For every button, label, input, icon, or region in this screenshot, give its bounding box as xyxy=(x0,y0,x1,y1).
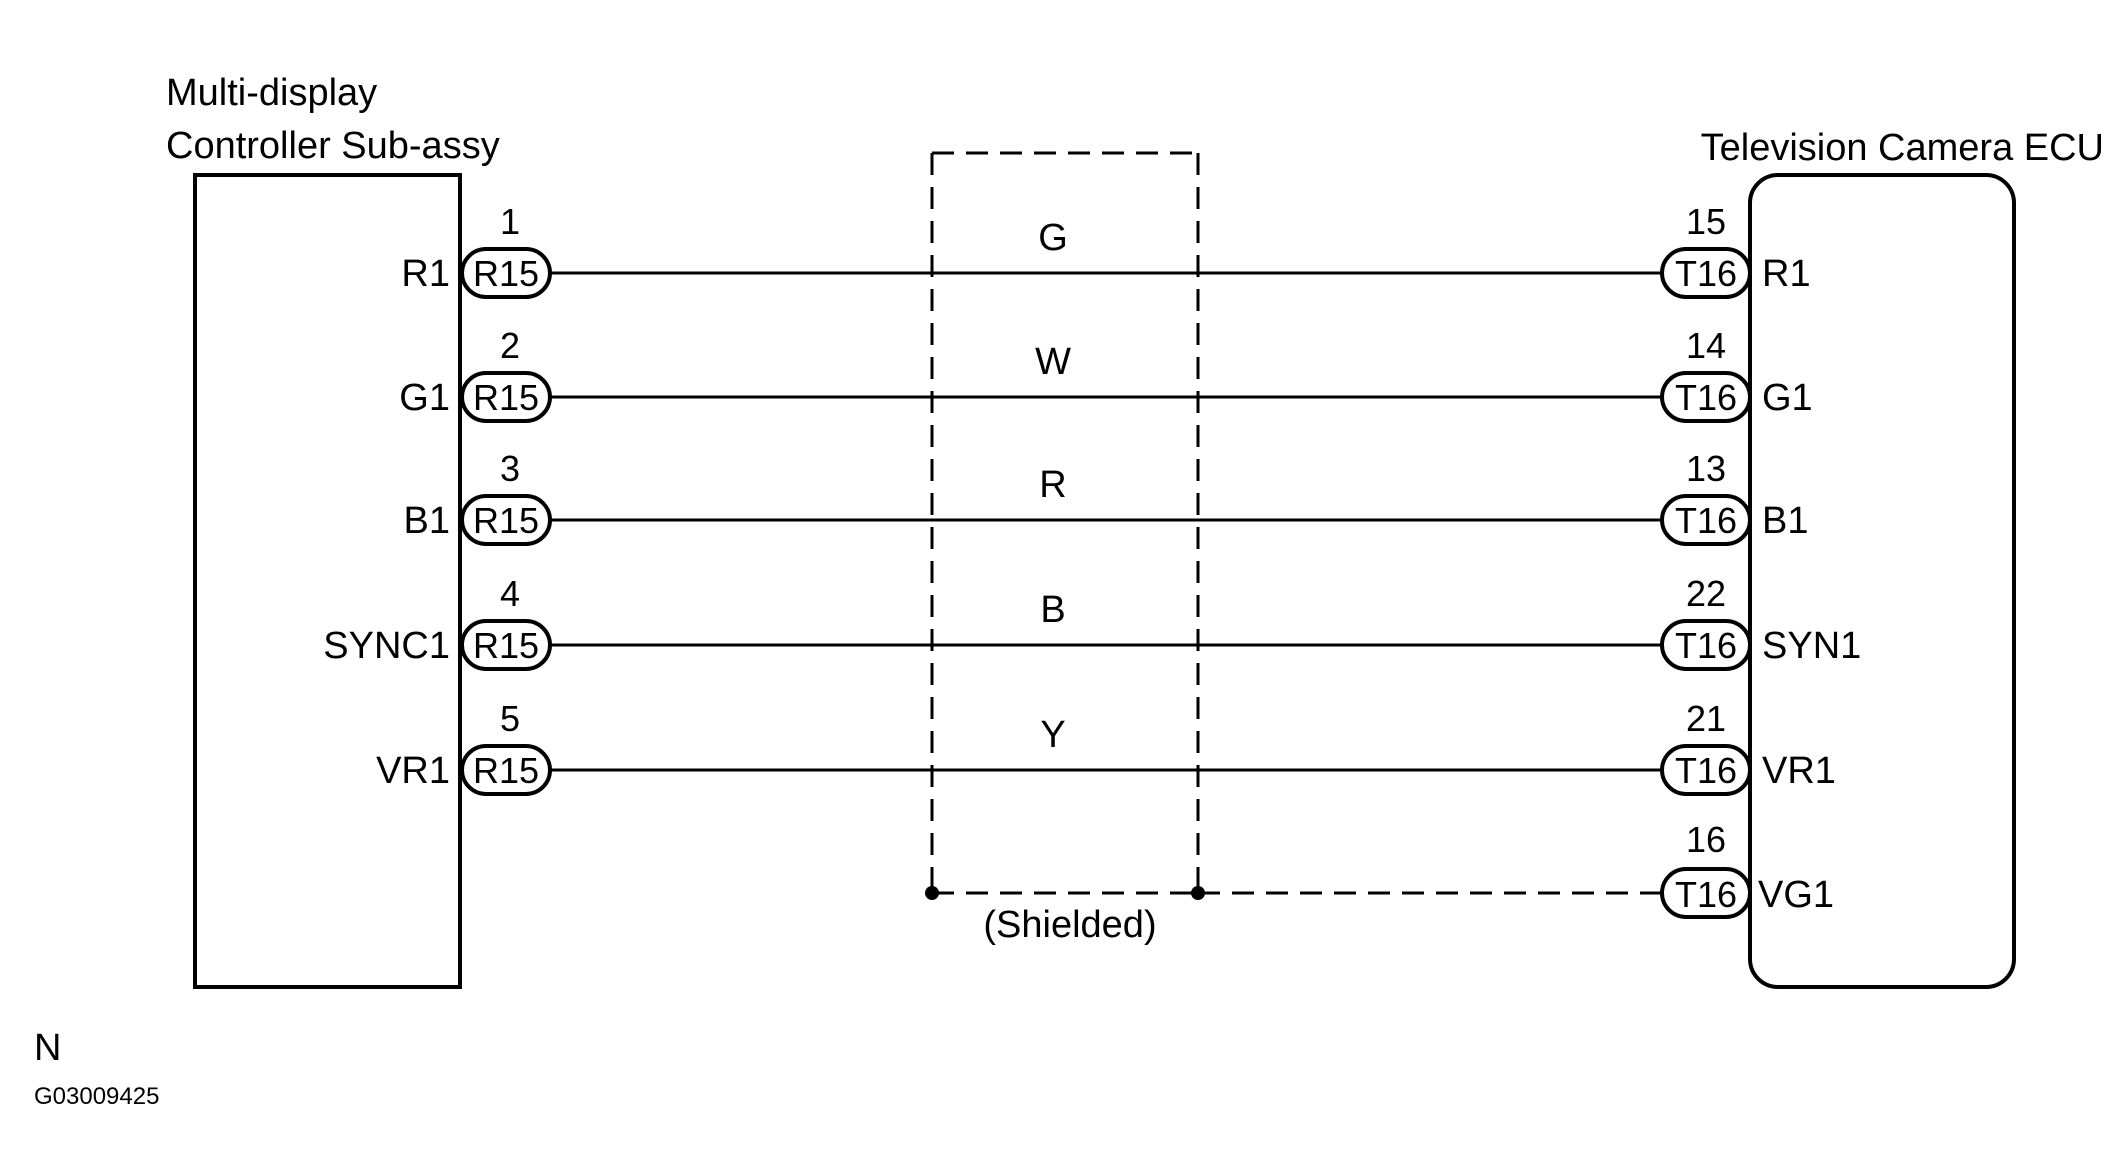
right-connector xyxy=(1660,494,1752,546)
right-connector-label-shield: T16 xyxy=(1675,874,1737,915)
right-connector-label: T16 xyxy=(1675,625,1737,666)
wire-color-label: Y xyxy=(1040,714,1065,756)
left-terminal-name: R1 xyxy=(401,253,450,295)
right-connector-label: T16 xyxy=(1675,253,1737,294)
left-connector-label: R15 xyxy=(473,253,539,294)
left-connector-label: R15 xyxy=(473,500,539,541)
right-terminal-name: VR1 xyxy=(1762,750,1836,792)
left-terminal-name: VR1 xyxy=(376,750,450,792)
right-connector-label: T16 xyxy=(1675,750,1737,791)
shield-junction-right xyxy=(1191,886,1205,900)
right-connector-label: T16 xyxy=(1675,500,1737,541)
right-connector xyxy=(1660,247,1752,299)
right-terminal-name-shield: VG1 xyxy=(1758,874,1834,916)
wire-color-label: W xyxy=(1035,341,1071,383)
shield-drain-terminal: 16 T16 VG1 xyxy=(1660,819,1834,919)
left-terminal-name: SYNC1 xyxy=(323,625,450,667)
right-terminal-name: R1 xyxy=(1762,253,1811,295)
right-terminal-name: G1 xyxy=(1762,377,1813,419)
right-connector xyxy=(1660,619,1752,671)
left-connector-label: R15 xyxy=(473,625,539,666)
left-component-title-line2: Controller Sub-assy xyxy=(166,125,500,167)
footer-code: G03009425 xyxy=(34,1083,159,1110)
left-component-box xyxy=(193,173,462,989)
right-pin-number: 22 xyxy=(1686,573,1726,614)
right-terminal-name: B1 xyxy=(1762,500,1808,542)
wire-color-label: B xyxy=(1040,589,1065,631)
right-connector xyxy=(1660,744,1752,796)
right-pin-number: 13 xyxy=(1686,448,1726,489)
left-component-title-line1: Multi-display xyxy=(166,72,377,114)
right-pin-number: 14 xyxy=(1686,325,1726,366)
wire-color-label: G xyxy=(1038,217,1068,259)
right-connector-label: T16 xyxy=(1675,377,1737,418)
left-pin-number: 2 xyxy=(500,325,520,366)
left-connector-label: R15 xyxy=(473,377,539,418)
right-pin-number-shield: 16 xyxy=(1686,819,1726,860)
shield-label: (Shielded) xyxy=(983,904,1156,946)
left-pin-number: 1 xyxy=(500,201,520,242)
right-component-box xyxy=(1748,173,2016,989)
footer-letter: N xyxy=(34,1027,61,1069)
left-pin-number: 4 xyxy=(500,573,520,614)
left-terminal-name: B1 xyxy=(404,500,450,542)
right-pin-number: 15 xyxy=(1686,201,1726,242)
shield-box xyxy=(925,151,1663,900)
right-pin-number: 21 xyxy=(1686,698,1726,739)
wire-color-label: R xyxy=(1039,464,1066,506)
left-connector-label: R15 xyxy=(473,750,539,791)
right-connector-shield xyxy=(1660,867,1752,919)
shield-junction-left xyxy=(925,886,939,900)
left-terminal-name: G1 xyxy=(399,377,450,419)
right-terminal-name: SYN1 xyxy=(1762,625,1861,667)
right-connector xyxy=(1660,371,1752,423)
left-pin-number: 3 xyxy=(500,448,520,489)
left-pin-number: 5 xyxy=(500,698,520,739)
right-component-title: Television Camera ECU xyxy=(1701,127,2104,169)
